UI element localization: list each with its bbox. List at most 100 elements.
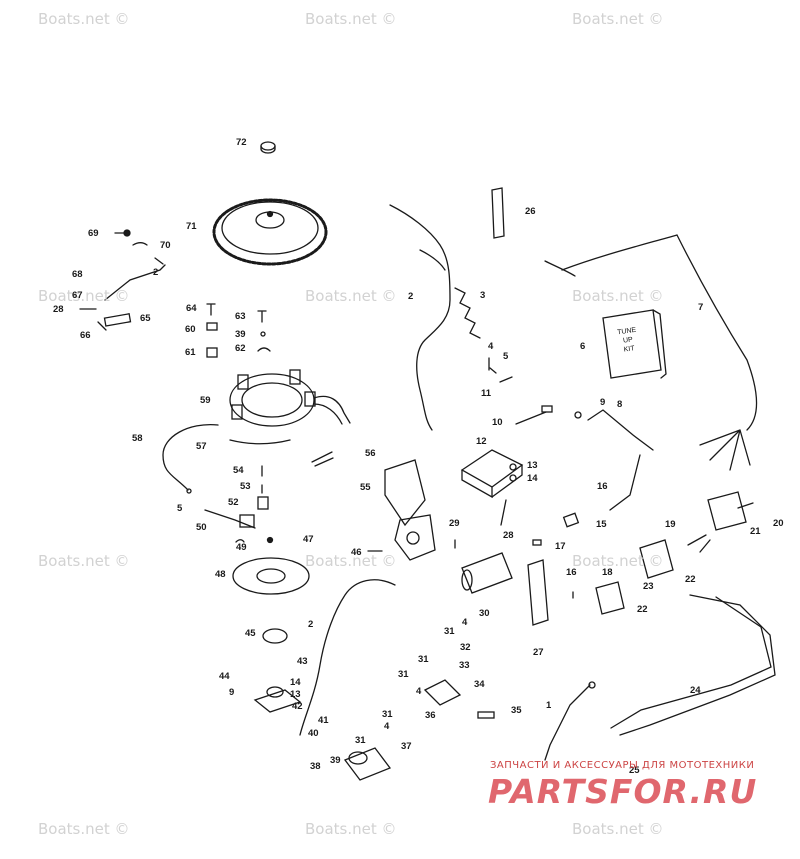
callout-label: 59 <box>200 395 211 406</box>
part-11-screw <box>499 376 513 383</box>
callout-label: 62 <box>235 343 246 354</box>
callout-label: 4 <box>462 617 468 628</box>
part-70-clip <box>132 242 148 246</box>
part-30-motor <box>461 552 513 594</box>
callout-label: 68 <box>72 269 83 280</box>
callout-label: 64 <box>186 303 197 314</box>
callout-label: 2 <box>153 267 159 278</box>
part-3-connector <box>454 287 481 339</box>
part-57-wire-clip <box>229 439 291 445</box>
part-14-nut <box>509 474 517 482</box>
callout-label: 42 <box>292 701 303 712</box>
watermark: Boats.net © <box>572 287 664 305</box>
callout-label: 56 <box>365 448 376 459</box>
callout-label: 9 <box>229 687 235 698</box>
callout-label: 4 <box>416 686 422 697</box>
callout-label: 71 <box>186 221 197 232</box>
part-6-tune-up-kit <box>602 309 667 379</box>
part-19-key <box>687 534 711 553</box>
part-55-bracket <box>384 459 436 561</box>
callout-label: 14 <box>527 473 538 484</box>
callout-label: 48 <box>215 569 226 580</box>
part-60-bushing <box>206 322 218 331</box>
callout-label: 2 <box>408 291 414 302</box>
part-10-cable <box>515 405 553 425</box>
watermark: Boats.net © <box>572 820 664 838</box>
callout-label: 39 <box>330 755 341 766</box>
part-2-harness <box>389 204 451 431</box>
callout-label: 15 <box>596 519 607 530</box>
part-72-nut <box>260 141 276 154</box>
part-22-plate-b <box>595 581 625 615</box>
part-9-washer <box>574 411 582 419</box>
callout-label: 22 <box>637 604 648 615</box>
callout-label: 3 <box>480 290 486 301</box>
callout-label: 31 <box>382 709 393 720</box>
callout-label: 41 <box>318 715 329 726</box>
callout-label: 45 <box>245 628 256 639</box>
callout-label: 31 <box>444 626 455 637</box>
callout-label: 6 <box>580 341 586 352</box>
callout-label: 14 <box>290 677 301 688</box>
part-65-bracket <box>103 313 132 327</box>
callout-label: 31 <box>398 669 409 680</box>
part-47-screw <box>266 536 274 544</box>
part-71-flywheel <box>212 198 328 266</box>
tune-up-kit-label: TUNE UP KIT <box>606 324 649 356</box>
callout-label: 1 <box>546 700 552 711</box>
callout-label: 5 <box>177 503 183 514</box>
callout-label: 66 <box>80 330 91 341</box>
part-26-label <box>491 187 505 239</box>
callout-label: 16 <box>566 567 577 578</box>
part-50-coil <box>204 509 256 529</box>
callout-label: 58 <box>132 433 143 444</box>
part-64-screw <box>206 303 216 316</box>
callout-label: 28 <box>503 530 514 541</box>
part-49-clip <box>235 539 245 543</box>
part-45-rectifier <box>262 628 288 644</box>
part-7-harness <box>544 234 758 471</box>
callout-label: 25 <box>629 765 640 776</box>
callout-label: 54 <box>233 465 244 476</box>
watermark: Boats.net © <box>38 10 130 28</box>
part-2-lower-harness <box>299 579 396 736</box>
callout-label: 4 <box>384 721 390 732</box>
callout-label: 5 <box>503 351 509 362</box>
part-52-sensor <box>257 496 269 510</box>
callout-label: 24 <box>690 685 701 696</box>
callout-label: 44 <box>219 671 230 682</box>
part-13-nut <box>509 463 517 471</box>
callout-label: 53 <box>240 481 251 492</box>
callout-label: 11 <box>481 388 492 399</box>
part-48-trigger-plate <box>232 557 310 595</box>
callout-label: 31 <box>418 654 429 665</box>
callout-label: 72 <box>236 137 247 148</box>
watermark: Boats.net © <box>38 552 130 570</box>
callout-label: 18 <box>602 567 613 578</box>
callout-label: 52 <box>228 497 239 508</box>
partsfor-logo: PARTSFOR.RU <box>488 772 758 811</box>
part-66-screw <box>97 321 107 331</box>
callout-label: 23 <box>643 581 654 592</box>
part-42-solenoid <box>253 686 302 713</box>
callout-label: 39 <box>235 329 246 340</box>
callout-label: 32 <box>460 642 471 653</box>
part-12-terminal-block <box>460 449 524 499</box>
callout-label: 8 <box>617 399 623 410</box>
part-28-bolt <box>500 499 507 526</box>
callout-label: 9 <box>600 397 606 408</box>
callout-label: 37 <box>401 741 412 752</box>
callout-label: 49 <box>236 542 247 553</box>
part-17-clip <box>532 539 542 546</box>
part-61-clip <box>206 347 218 358</box>
callout-label: 12 <box>476 436 487 447</box>
watermark: Boats.net © <box>305 287 397 305</box>
callout-label: 63 <box>235 311 246 322</box>
callout-label: 2 <box>308 619 314 630</box>
callout-label: 60 <box>185 324 196 335</box>
part-15-cable <box>609 454 641 511</box>
part-22-plate <box>639 539 674 579</box>
callout-label: 29 <box>449 518 460 529</box>
